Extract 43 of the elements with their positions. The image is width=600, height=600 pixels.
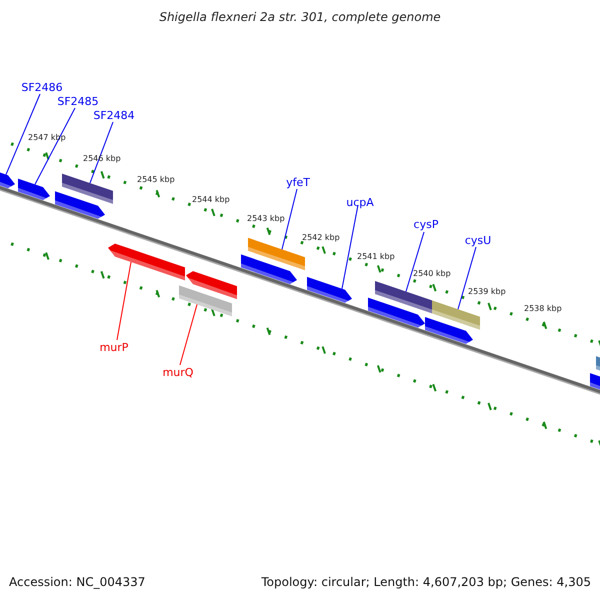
gene-feature [55,191,105,219]
leader-line [90,122,114,184]
gene-feature [18,178,50,200]
gene-feature [432,300,480,330]
gene-feature [108,244,185,280]
gene-feature [375,281,432,314]
leader-line [34,108,76,185]
accession-text: Accession: NC_004337 [9,576,146,588]
gene-feature [425,317,473,344]
gene-feature [307,276,352,303]
title: Shigella flexneri 2a str. 301, complete genome [159,11,441,23]
gene-label: cysU [464,235,492,246]
genome-stats-text: Topology: circular; Length: 4,607,203 bp; Genes: 4,305 [261,576,591,588]
gene-feature [179,285,232,316]
scale-label: 2545 kbp [137,176,175,184]
leader-line [458,246,476,310]
scale-label: 2544 kbp [192,196,230,204]
gene-feature [590,373,600,390]
gene-label: yfeT [286,177,310,188]
gene-label: ucpA [346,197,374,208]
scale-label: 2542 kbp [302,234,340,242]
scale-label: 2543 kbp [247,215,285,223]
gene-feature [241,254,297,284]
gene-feature [62,174,113,204]
leader-line [6,94,40,176]
leader-line [342,204,358,290]
gene-label: cysP [414,219,438,230]
gene-label: SF2486 [21,82,63,93]
gene-feature [368,298,425,328]
scale-label: 2540 kbp [413,270,451,278]
scale-label: 2538 kbp [524,305,562,313]
leader-line [116,262,132,340]
leader-line [406,232,424,292]
leader-line [282,188,298,250]
scale-label: 2539 kbp [468,288,506,296]
gene-feature [0,170,15,188]
scale-label: 2541 kbp [357,253,395,261]
gene-label: murQ [162,367,194,378]
gene-feature [186,271,237,300]
gene-label: SF2485 [57,96,99,107]
gene-label: SF2484 [93,110,135,121]
gene-label: murP [100,342,128,353]
leader-line [180,304,198,366]
